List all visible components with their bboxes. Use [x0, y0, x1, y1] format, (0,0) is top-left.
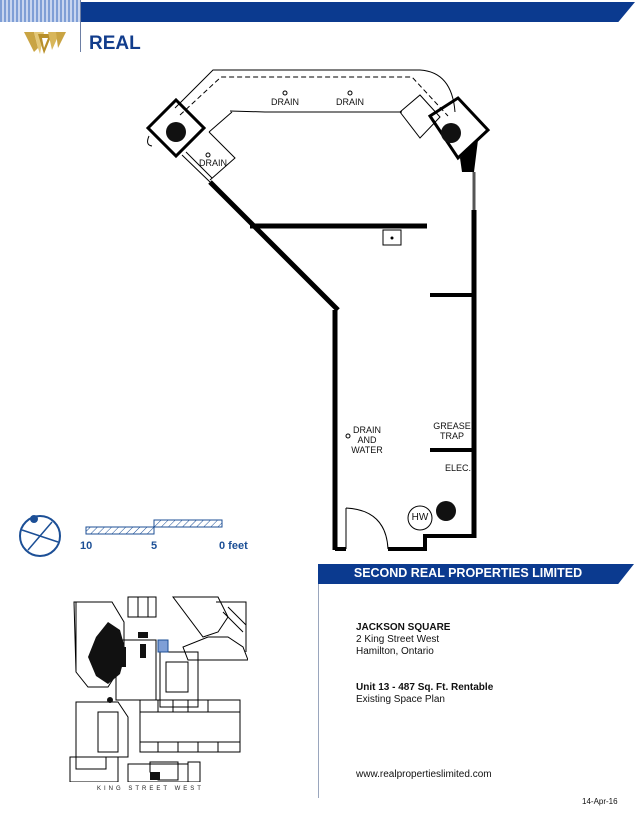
floor-plan — [145, 69, 491, 551]
property-info: JACKSON SQUARE 2 King Street West Hamilt… — [356, 622, 450, 658]
scale-tick-5: 5 — [151, 540, 158, 552]
property-name: JACKSON SQUARE — [356, 622, 451, 633]
drain-label: DRAIN — [198, 158, 227, 168]
street-label: KING STREET WEST — [97, 786, 204, 792]
key-map — [69, 596, 248, 782]
drain-water-label: DRAIN AND WATER — [350, 425, 384, 455]
drain-label: DRAIN — [270, 97, 299, 107]
info-divider — [318, 584, 319, 798]
grease-trap-line2: TRAP — [439, 431, 464, 441]
right-column — [399, 94, 491, 172]
grease-trap-line1: GREASE — [433, 421, 471, 431]
header-blue-bar — [80, 2, 635, 22]
property-address-line1: 2 King Street West — [356, 634, 440, 645]
drain-water-line3: WATER — [351, 445, 383, 455]
unit-highlight — [157, 639, 169, 653]
scale-tick-0: 0 feet — [219, 540, 248, 552]
unit-size: Unit 13 - 487 Sq. Ft. Rentable — [356, 682, 494, 693]
website-link[interactable]: www.realpropertieslimited.com — [356, 769, 492, 780]
drain-label: DRAIN — [335, 97, 364, 107]
plan-type: Existing Space Plan — [356, 694, 445, 705]
date-stamp: 14-Apr-16 — [582, 797, 618, 806]
grease-trap-label: GREASE TRAP — [432, 421, 472, 441]
hot-water-label: HW — [411, 512, 429, 523]
drain-water-line1: DRAIN — [352, 425, 381, 435]
header-divider — [80, 0, 81, 52]
elec-label: ELEC. — [444, 463, 471, 473]
property-address-line2: Hamilton, Ontario — [356, 646, 434, 657]
company-name: SECOND REAL PROPERTIES LIMITED — [353, 566, 583, 580]
compass-icon — [19, 515, 61, 557]
unit-info: Unit 13 - 487 Sq. Ft. Rentable Existing … — [356, 682, 493, 706]
scale-tick-10: 10 — [80, 540, 93, 552]
left-column — [145, 97, 207, 159]
scale-bar — [85, 519, 223, 535]
header-stripe-pattern — [0, 0, 80, 22]
company-banner — [318, 564, 634, 584]
company-logo-icon — [24, 32, 66, 54]
drain-water-line2: AND — [357, 435, 377, 445]
logo-text: REAL — [89, 33, 141, 54]
